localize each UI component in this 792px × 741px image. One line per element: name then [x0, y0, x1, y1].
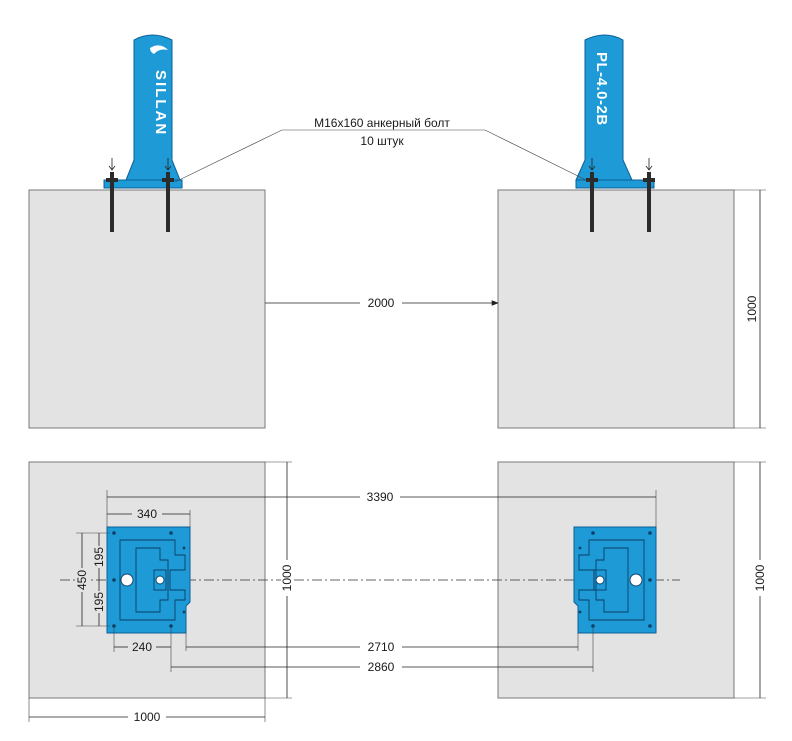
- dim-label-195-upper: 195: [92, 547, 106, 567]
- bolt-count-label: 10 штук: [360, 134, 404, 148]
- dim-foundation-height-left: 1000: [265, 461, 294, 699]
- bolt-annotation: M16x160 анкерный болт 10 штук: [174, 116, 591, 183]
- dim-foundation-height-top: 1000: [734, 189, 766, 429]
- left-column: SILLAN: [103, 34, 183, 232]
- dim-label-195-lower: 195: [92, 592, 106, 612]
- dim-label-340: 340: [137, 507, 157, 521]
- bolt-spec-label: M16x160 анкерный болт: [314, 116, 450, 130]
- dim-label-2710: 2710: [368, 640, 395, 654]
- bolt-arrow-icon: [588, 158, 596, 171]
- right-column: PL-4.0-2B: [575, 34, 655, 232]
- column-brand-label: SILLAN: [152, 70, 169, 136]
- dim-foundation-width: 1000: [28, 698, 266, 724]
- dim-label-2860: 2860: [368, 660, 395, 674]
- bolt-arrow-icon: [645, 158, 653, 171]
- sillan-logo-icon: [150, 45, 168, 54]
- dim-label-1000-right: 1000: [753, 564, 767, 591]
- column-model-label: PL-4.0-2B: [593, 52, 610, 126]
- left-base-plate: [106, 526, 191, 634]
- dim-center-span: 2860: [170, 628, 594, 674]
- dim-inner-anchor-span: 2710: [185, 633, 579, 654]
- dim-plate-height: 450: [75, 532, 110, 627]
- foundation-left-elevation: [28, 189, 266, 429]
- right-base-plate: [573, 526, 657, 634]
- dim-plate-width: 340: [107, 507, 191, 527]
- foundation-right-elevation: [497, 189, 735, 429]
- dim-outer-anchor-span: 3390: [106, 490, 657, 527]
- dim-label-450: 450: [75, 570, 89, 590]
- bolt-arrow-icon: [108, 158, 116, 171]
- dim-plate-offset: 240: [113, 628, 172, 654]
- dim-column-spacing: 2000: [265, 296, 499, 310]
- dim-label-1000-width: 1000: [134, 710, 161, 724]
- dim-label-1000-top: 1000: [745, 295, 759, 322]
- dim-label-1000-left: 1000: [280, 564, 294, 591]
- dim-foundation-height-right: 1000: [734, 461, 767, 699]
- dim-half-heights: 195 195: [92, 533, 106, 626]
- dim-label-2000: 2000: [368, 296, 395, 310]
- dim-label-240: 240: [132, 640, 152, 654]
- bolt-arrow-icon: [164, 158, 172, 171]
- dim-label-3390: 3390: [367, 490, 394, 504]
